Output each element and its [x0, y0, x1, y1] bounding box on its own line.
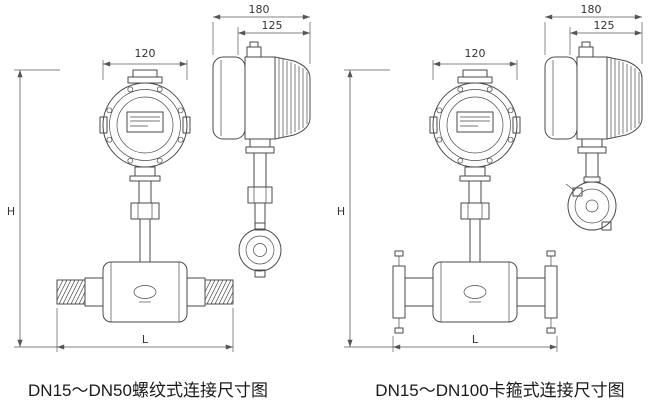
right-transmitter-housing [544, 41, 643, 140]
right-meter-head [429, 69, 521, 168]
right-pipe-body [392, 250, 558, 334]
left-dim-transmitter-width-label: 180 [249, 3, 270, 16]
left-display-screen [126, 111, 164, 133]
left-meter-stem [129, 166, 161, 263]
right-dim-head-width-label: 120 [465, 47, 486, 60]
right-housing-ribs-icon [610, 58, 640, 138]
left-dim-length: L [56, 308, 234, 352]
left-thread-hatch-right [205, 280, 233, 304]
left-side-view: 180 125 [212, 3, 311, 278]
left-dim-head-width-label: 120 [135, 47, 156, 60]
left-thread-end-view [238, 222, 282, 278]
right-meter-stem [459, 166, 491, 263]
left-dim-length-label: L [142, 333, 149, 346]
left-dim-transmitter-body-width-label: 125 [262, 19, 283, 32]
right-dim-height: H [337, 69, 393, 348]
right-side-view: 180 125 [544, 3, 643, 231]
brand-logo-icon [133, 285, 157, 299]
left-transmitter-stem [245, 138, 275, 230]
left-dim-head-width: 120 [102, 47, 188, 80]
left-drawing: 120 [7, 3, 311, 400]
right-dim-transmitter-width: 180 [544, 3, 643, 64]
right-dim-height-label: H [337, 205, 345, 218]
left-pipe-body [56, 261, 234, 323]
right-dim-transmitter-body-width: 125 [569, 19, 642, 55]
left-dim-height-label: H [7, 205, 15, 218]
left-meter-head [99, 69, 191, 168]
right-dim-head-width: 120 [432, 47, 518, 80]
left-transmitter-housing [212, 41, 311, 140]
right-caption: DN15～DN100卡箍式连接尺寸图 [375, 381, 624, 400]
right-clamp-ferrule-left [392, 250, 406, 334]
right-transmitter-stem [577, 138, 607, 183]
left-dim-transmitter-width: 180 [212, 3, 311, 64]
left-dim-transmitter-body-width: 125 [237, 19, 310, 55]
right-head-bolts-icon [436, 86, 514, 164]
right-display-screen [456, 111, 494, 133]
left-caption: DN15～DN50螺纹式连接尺寸图 [28, 381, 268, 400]
left-housing-ribs-icon [278, 58, 308, 138]
right-clamp-ferrule-right [544, 250, 558, 334]
right-clamp-end-view [565, 181, 617, 231]
left-dim-height: H [7, 69, 60, 348]
left-head-bolts-icon [106, 86, 184, 164]
right-dim-length-label: L [472, 333, 479, 346]
right-drawing: 120 [337, 3, 643, 400]
brand-logo-icon [463, 285, 487, 299]
right-dim-length: L [392, 333, 558, 352]
right-dim-transmitter-width-label: 180 [581, 3, 602, 16]
left-thread-hatch-left [57, 280, 85, 304]
right-dim-transmitter-body-width-label: 125 [594, 19, 615, 32]
